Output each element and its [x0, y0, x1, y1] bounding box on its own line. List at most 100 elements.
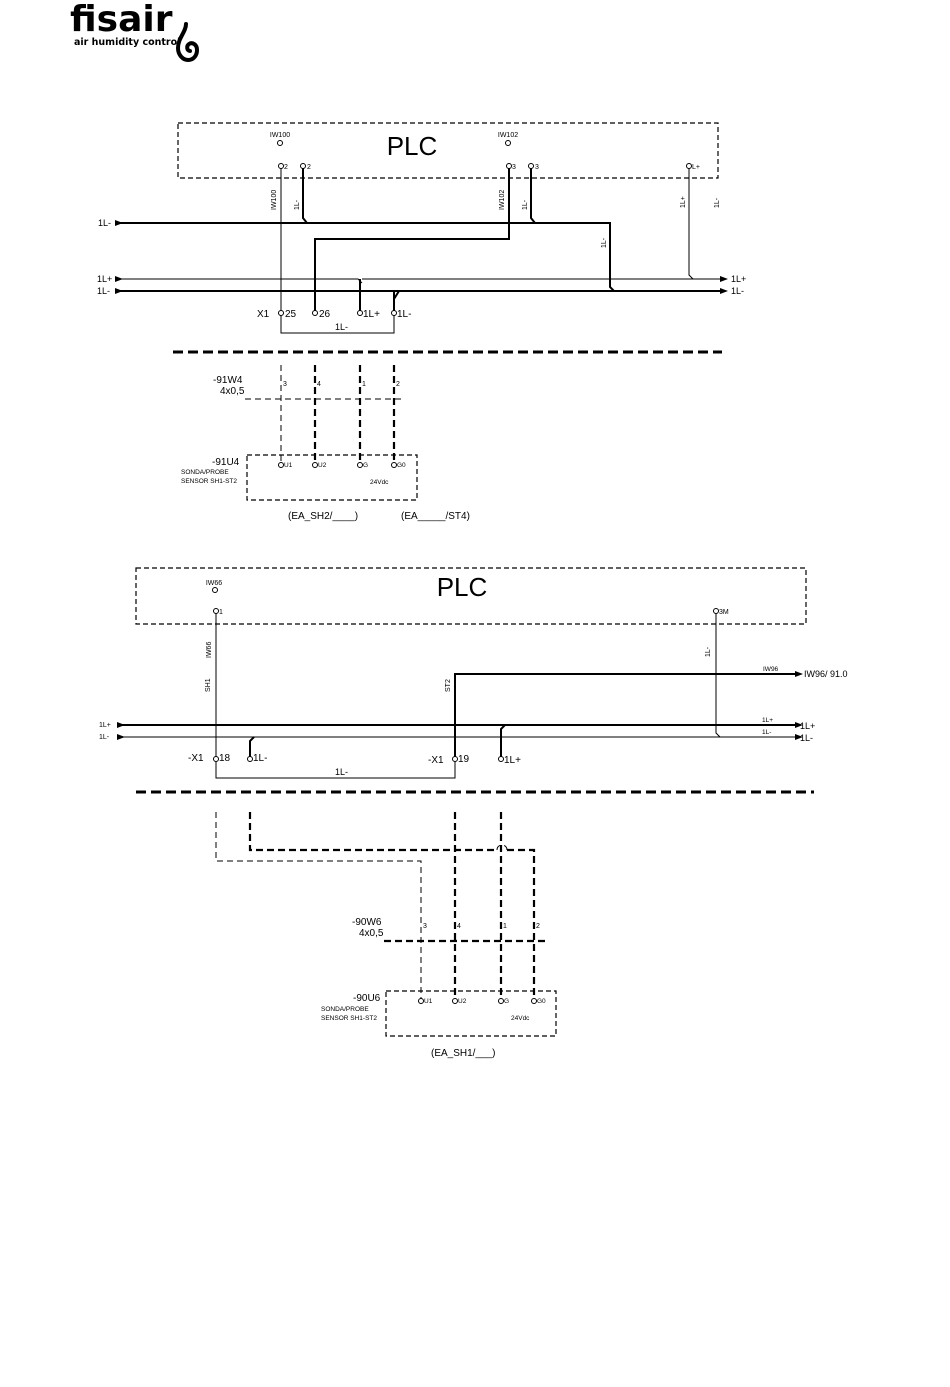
core-number: 2	[396, 381, 400, 388]
wire	[314, 168, 510, 313]
terminal-label: 1L-	[397, 309, 411, 320]
device-pin: G	[504, 998, 509, 1005]
device-terminal	[452, 998, 458, 1004]
terminal-strip-label: X1	[257, 309, 270, 320]
wire-label: 1L-	[705, 646, 712, 657]
terminal-label: 26	[319, 309, 331, 320]
device-name: -91U4	[212, 457, 240, 468]
bus-label: 1L-	[800, 733, 813, 743]
device-desc: SENSOR SH1-ST2	[181, 478, 237, 485]
arrow-icon	[115, 288, 123, 294]
terminal-bridge	[215, 761, 456, 779]
terminal-label: 1L+	[504, 755, 521, 766]
terminal-label: 1L+	[363, 309, 380, 320]
supply-label: 24Vdc	[511, 1015, 530, 1022]
cable-name: -90W6	[352, 917, 382, 928]
cable-name: -91W4	[213, 375, 243, 386]
plc-box-1	[177, 122, 719, 179]
water-drop-icon	[175, 22, 200, 62]
plc-pin	[278, 163, 284, 169]
plc-pin	[213, 608, 219, 614]
bus-label: 1L+	[731, 274, 746, 284]
pin-label: 1	[219, 609, 223, 616]
arrow-icon	[795, 722, 803, 728]
device-box	[385, 990, 557, 1037]
device-pin: U1	[284, 462, 293, 469]
plc-label-iw102: IW102	[498, 132, 518, 139]
plc-terminal	[505, 140, 511, 146]
bus-label-small: 1L+	[762, 717, 773, 724]
signal-label-small: IW96	[763, 666, 779, 673]
bus-label-small: 1L-	[762, 729, 771, 736]
wire-label: 1L-	[522, 199, 529, 210]
cable-crossover	[496, 844, 508, 851]
signal-label: IW96/ 91.0	[804, 669, 848, 679]
plc-label-iw100: IW100	[270, 132, 290, 139]
device-terminal	[531, 998, 537, 1004]
terminal-strip-label: -X1	[188, 753, 204, 764]
pin-label: 3M	[719, 609, 729, 616]
terminal	[247, 756, 253, 762]
wire-label: IW66	[206, 642, 213, 658]
bridge-label: 1L-	[335, 322, 348, 332]
pin-label: 3	[535, 164, 539, 171]
logo-brand: fisair	[70, 0, 173, 40]
fisair-logo: fisair air humidity control	[68, 0, 208, 66]
wire	[530, 168, 536, 224]
plc-box-2	[135, 567, 807, 625]
terminal-label: 25	[285, 309, 297, 320]
device-desc: SENSOR SH1-ST2	[321, 1015, 377, 1022]
arrow-icon	[115, 220, 123, 226]
cable-spec: 4x0,5	[359, 928, 384, 939]
wire	[688, 168, 694, 280]
wire	[249, 736, 255, 759]
wire-label: 1L+	[680, 196, 687, 208]
bus-label: 1L+	[99, 722, 111, 729]
bus-label: 1L-	[99, 734, 110, 741]
plc-label-iw66: IW66	[206, 580, 222, 587]
bus-1l-plus	[120, 278, 720, 284]
pin-label: L+	[692, 164, 700, 171]
core-number: 3	[283, 381, 287, 388]
device-desc: SONDA/PROBE	[321, 1006, 369, 1013]
terminal	[452, 756, 458, 762]
device-terminal	[357, 462, 363, 468]
device-name: -90U6	[353, 993, 381, 1004]
plc-title-1: PLC	[387, 131, 438, 161]
plc-pin	[528, 163, 534, 169]
plc-pin	[300, 163, 306, 169]
plc-pin	[686, 163, 692, 169]
supply-label: 24Vdc	[370, 479, 389, 486]
arrow-icon	[117, 734, 125, 740]
terminal-bridge	[280, 315, 395, 334]
terminal-label: 1L-	[253, 753, 267, 764]
wire-label: SH1	[205, 678, 212, 692]
pin-label: 3	[512, 164, 516, 171]
reference-label: (EA_SH2/____)	[288, 511, 358, 522]
cable-spec: 4x0,5	[220, 386, 245, 397]
wire	[302, 168, 308, 224]
terminal	[312, 310, 318, 316]
device-pin: G0	[397, 462, 406, 469]
bus-label: 1L-	[731, 286, 744, 296]
logo-tagline: air humidity control	[74, 37, 181, 48]
wire-label: 1L-	[714, 197, 721, 208]
device-terminal	[418, 998, 424, 1004]
diagram-1: PLC IW100 IW102 2 2 3 3 L+ IW100 1L- IW1…	[97, 122, 746, 522]
core-number: 1	[362, 381, 366, 388]
device-pin: G	[363, 462, 368, 469]
terminal	[213, 756, 219, 762]
core-number: 2	[536, 923, 540, 930]
device-desc: SONDA/PROBE	[181, 469, 229, 476]
device-box	[246, 454, 418, 501]
arrow-icon	[117, 722, 125, 728]
terminal	[391, 310, 397, 316]
core-number: 4	[317, 381, 321, 388]
cable-core	[215, 812, 422, 999]
pin-label: 2	[307, 164, 311, 171]
bus-label: 1L-	[97, 286, 110, 296]
plc-terminal	[277, 140, 283, 146]
device-terminal	[312, 462, 318, 468]
arrow-icon	[795, 671, 803, 677]
core-number: 3	[423, 923, 427, 930]
